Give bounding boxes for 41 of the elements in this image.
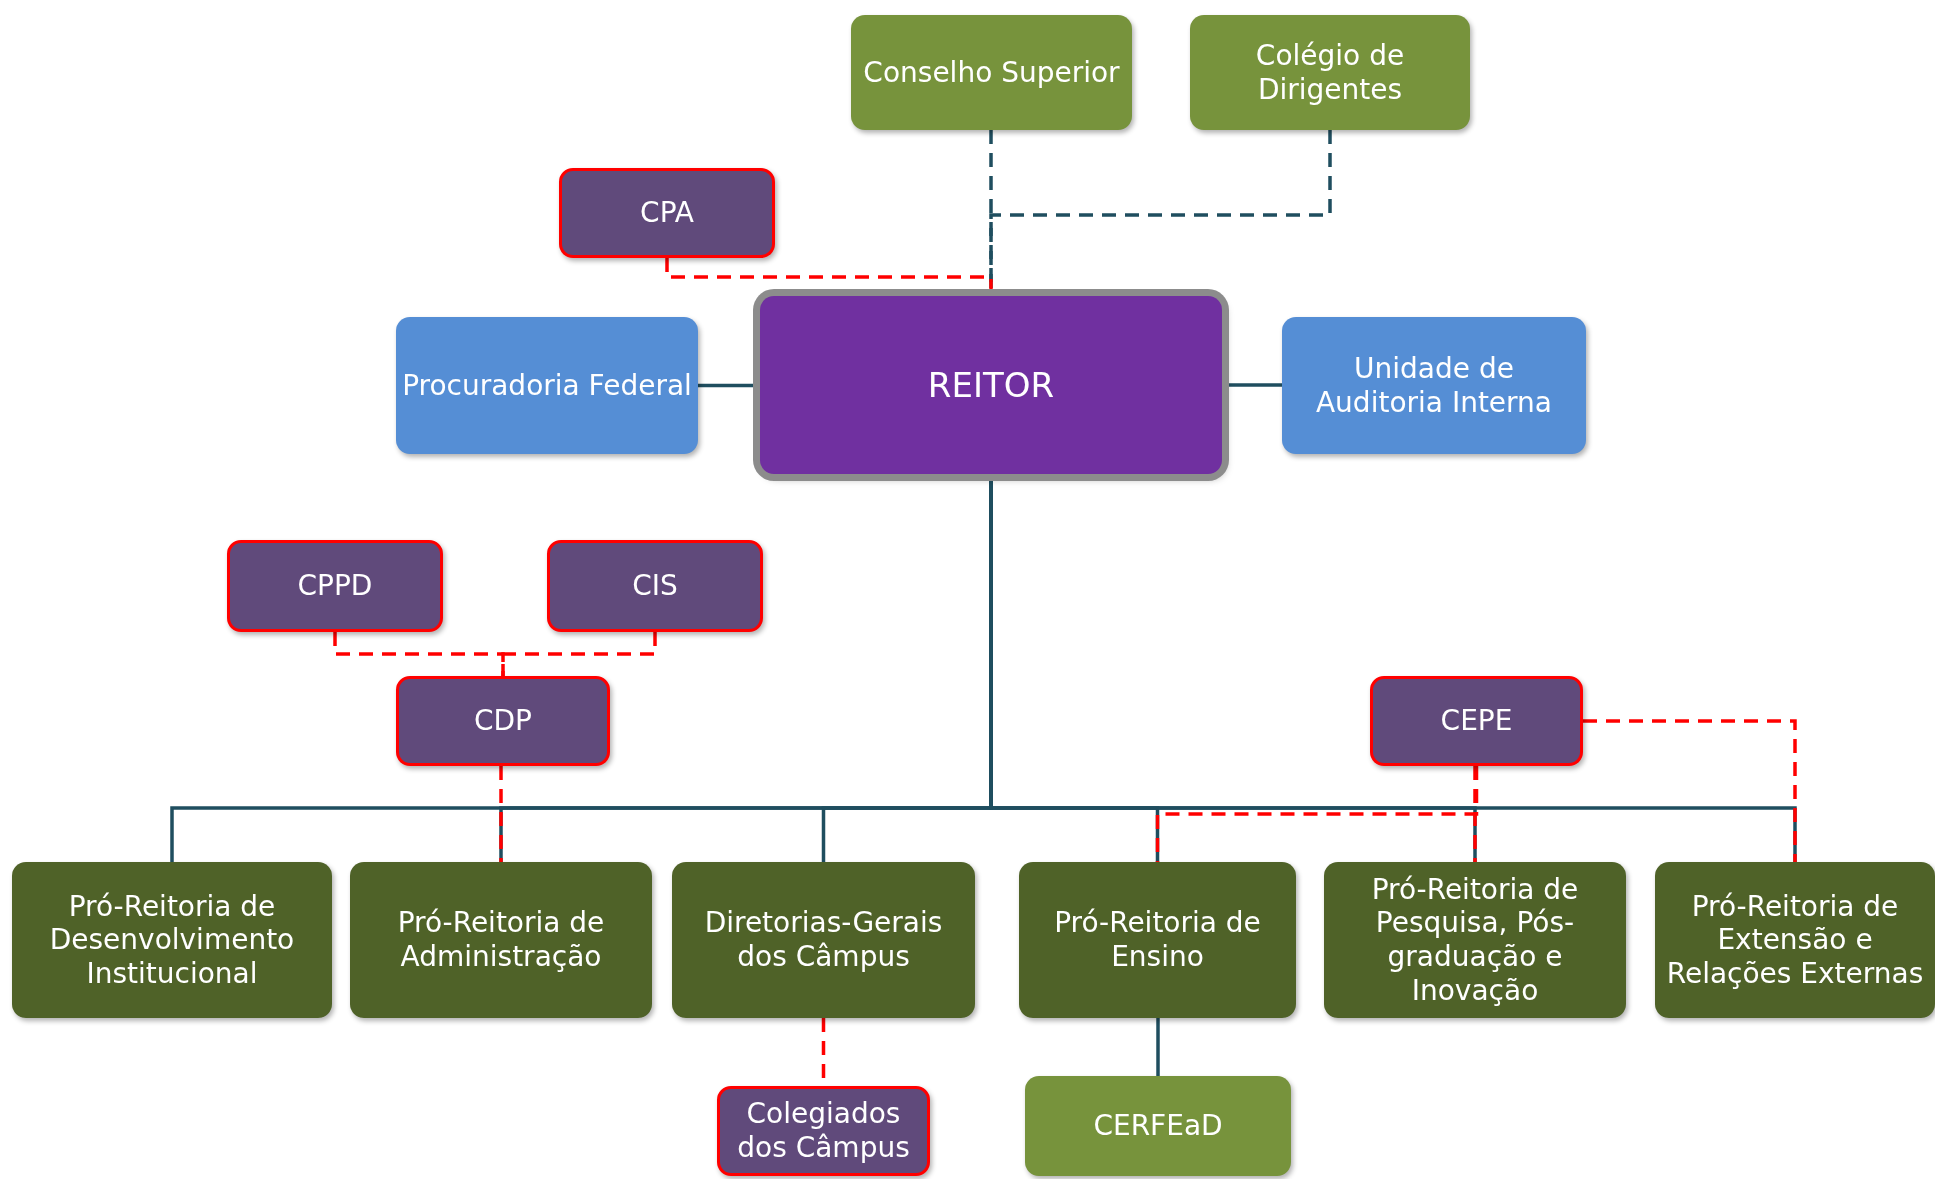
committee-box bbox=[717, 1086, 930, 1176]
connector-line bbox=[1156, 1018, 1160, 1076]
connector-line bbox=[499, 766, 503, 862]
department-box bbox=[1655, 862, 1935, 1018]
box-label: Pró-Reitoria de Extensão e Relações Externas bbox=[1665, 889, 1925, 991]
box-label: CPA bbox=[640, 196, 694, 230]
box-label: CPPD bbox=[297, 569, 373, 603]
office-box bbox=[396, 317, 698, 454]
council-box bbox=[1190, 15, 1470, 130]
department-box bbox=[350, 862, 652, 1018]
committee-box bbox=[227, 540, 443, 632]
box-label: CDP bbox=[474, 704, 532, 738]
box-label: CEPE bbox=[1440, 704, 1513, 738]
box-label: CIS bbox=[632, 569, 678, 603]
committee-box bbox=[547, 540, 763, 632]
department-box bbox=[12, 862, 332, 1018]
box-label: Pró-Reitoria de Ensino bbox=[1053, 906, 1262, 974]
department-box bbox=[1324, 862, 1626, 1018]
committee-box bbox=[559, 168, 775, 258]
connector-line bbox=[1473, 766, 1477, 862]
box-label: Colégio de Dirigentes bbox=[1254, 38, 1406, 107]
box-label: CERFEaD bbox=[1093, 1109, 1223, 1143]
box-label: Procuradoria Federal bbox=[402, 368, 692, 403]
department-box bbox=[672, 862, 975, 1018]
box-label: REITOR bbox=[927, 364, 1055, 406]
box-label: Colegiados dos Câmpus bbox=[736, 1097, 911, 1165]
box-label: Pró-Reitoria de Desenvolvimento Institucional bbox=[48, 889, 296, 991]
connector-line bbox=[1583, 719, 1797, 862]
office-box bbox=[1282, 317, 1586, 454]
connector-line bbox=[1155, 766, 1479, 862]
box-label: Pró-Reitoria de Pesquisa, Pós-graduação e Inovação bbox=[1370, 872, 1580, 1008]
department-box bbox=[1019, 862, 1296, 1018]
council-box bbox=[1025, 1076, 1291, 1176]
council-box bbox=[851, 15, 1132, 130]
committee-box bbox=[1370, 676, 1583, 766]
box-label: Diretorias-Gerais dos Câmpus bbox=[703, 906, 944, 974]
committee-box bbox=[396, 676, 610, 766]
box-label: Unidade de Auditoria Interna bbox=[1314, 351, 1553, 420]
box-label: Pró-Reitoria de Administração bbox=[396, 906, 606, 974]
connector-line bbox=[501, 632, 657, 676]
box-label: Conselho Superior bbox=[863, 55, 1120, 90]
